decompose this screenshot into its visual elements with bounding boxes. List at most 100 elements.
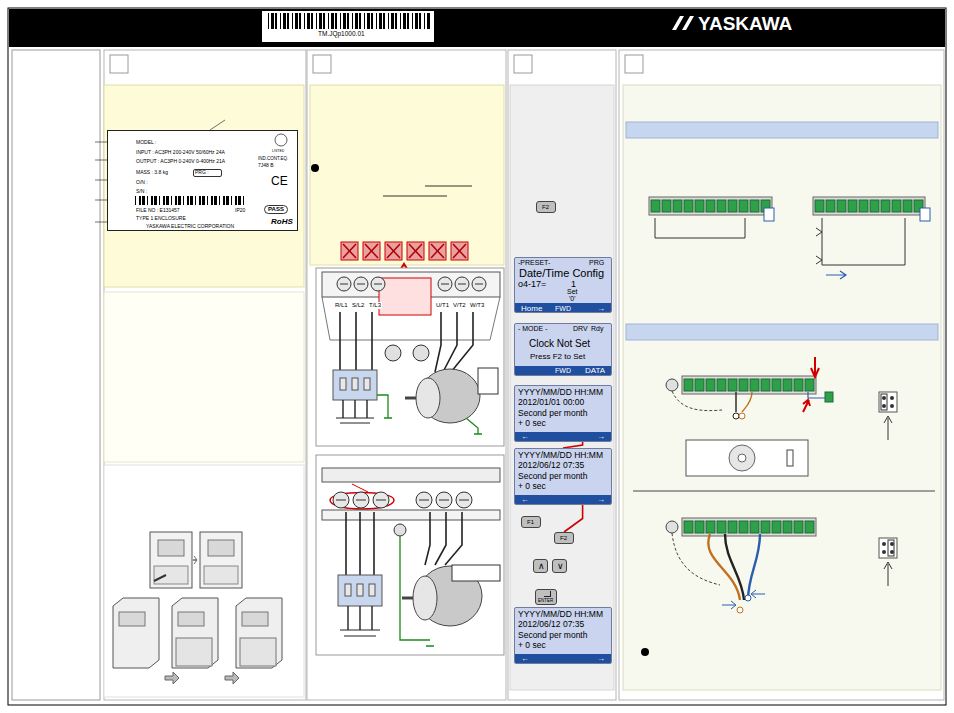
barcode-bar	[280, 13, 281, 29]
barcode-bar	[415, 13, 418, 29]
screen-text: + 0 sec	[518, 641, 546, 651]
supply-wire	[366, 400, 367, 418]
wiring-panel	[623, 85, 941, 690]
signal-wire	[708, 534, 740, 600]
nameplate-text: PRG :	[193, 169, 222, 177]
arrow-key: ∧	[533, 559, 548, 573]
cross-mark	[387, 244, 400, 258]
barcode-bar	[323, 13, 325, 29]
nameplate-barcode	[211, 196, 213, 205]
nameplate-barcode	[171, 196, 172, 205]
shield-screw	[666, 379, 678, 391]
motor-wire	[425, 512, 430, 565]
terminal-strip	[682, 376, 816, 394]
nameplate-barcode	[151, 196, 153, 205]
terminal-contact	[859, 200, 868, 212]
nameplate-text: MODEL :	[136, 140, 156, 146]
ground-wire	[377, 395, 392, 418]
terminal-contact	[848, 200, 857, 212]
ul-mark	[275, 134, 287, 146]
barcode-bar	[311, 13, 313, 29]
terminal-contact	[783, 379, 792, 391]
arrow-mark	[225, 672, 239, 684]
drive-keypad	[119, 612, 145, 626]
drive-keypad	[208, 540, 234, 556]
terminal-screw	[436, 492, 452, 508]
terminal-contact	[761, 379, 770, 391]
screen-text: 2012/06/12 07:35	[518, 461, 584, 471]
enter-key: ENTER	[535, 589, 557, 605]
terminal-screw	[354, 277, 368, 291]
jumper-cap	[888, 540, 894, 556]
terminal-contact	[695, 521, 704, 533]
screen-text: →	[597, 654, 605, 663]
terminal-contact	[805, 379, 814, 391]
barcode-bar	[383, 13, 385, 29]
supply-wire	[354, 400, 355, 418]
nameplate-barcode	[159, 196, 160, 205]
terminal-contact	[684, 379, 693, 391]
barcode-ground	[262, 11, 434, 42]
section-frame	[619, 50, 944, 700]
note-panel	[104, 292, 304, 462]
breaker-pole	[340, 378, 346, 390]
key-label: F2	[560, 535, 567, 542]
barcode-bar	[295, 13, 298, 29]
screen-text: ←	[521, 654, 529, 663]
terminal-contact	[684, 521, 693, 533]
screw-slot	[475, 284, 483, 285]
supply-wire	[371, 606, 372, 630]
screen-text: + 0 sec	[518, 419, 546, 429]
function-key: F2	[554, 532, 574, 544]
screen-text: Home	[521, 304, 542, 313]
terminal-cover	[204, 566, 238, 584]
terminal-cover	[154, 566, 188, 584]
nameplate-barcode	[235, 196, 237, 205]
terminal-contact	[695, 200, 704, 212]
screen-text: 2012/06/12 07:35	[518, 620, 584, 630]
underline	[383, 196, 447, 197]
leader-line	[95, 180, 107, 181]
terminal-name: W/T3	[469, 302, 485, 309]
screen-text: PRG	[589, 259, 604, 267]
cross-mark	[431, 244, 444, 258]
leader-line	[95, 160, 107, 161]
soft-key-bar	[515, 654, 611, 663]
terminal-name: U/T1	[435, 302, 450, 309]
wire-end	[739, 413, 745, 419]
input-wire	[345, 512, 347, 575]
nameplate-text: INPUT : AC3PH 200-240V 50/60Hz 24A	[136, 150, 225, 156]
motor-shaft	[405, 397, 416, 400]
nameplate-text: FILE NO : E131457	[136, 208, 180, 214]
barcode-bar	[331, 13, 334, 29]
nameplate-barcode	[243, 196, 244, 205]
signal-arrow	[751, 590, 765, 598]
function-key: F2	[536, 201, 556, 213]
nameplate-barcode	[187, 196, 189, 205]
step-number-box	[313, 55, 331, 73]
screen-text: Clock Not Set	[529, 338, 590, 350]
screen-text: 2012/01/01 00:00	[518, 398, 584, 408]
warning-box	[379, 278, 431, 315]
screen-text: Second per month	[518, 631, 587, 641]
barcode-bar	[403, 13, 406, 29]
terminal-screw	[373, 492, 389, 508]
section-frame	[508, 50, 616, 700]
screen-text: →	[597, 304, 605, 313]
jumper-block	[879, 538, 897, 558]
document-code: TM.JQp1000.01	[318, 30, 365, 37]
terminal-screw	[353, 492, 369, 508]
barcode-bar	[319, 13, 322, 29]
underline	[425, 186, 472, 187]
terminal-screw	[438, 277, 452, 291]
prohibited-terminal	[341, 242, 358, 260]
lcd-screen: YYYY/MM/DD HH:MM2012/06/12 07:35Second p…	[514, 607, 612, 664]
signal-wire	[748, 534, 760, 600]
terminal-screw	[472, 277, 486, 291]
terminal-contact	[794, 379, 803, 391]
nameplate-barcode	[219, 196, 220, 205]
input-wire	[359, 512, 361, 575]
cross-mark	[365, 244, 378, 258]
barcode-bar	[316, 13, 317, 29]
